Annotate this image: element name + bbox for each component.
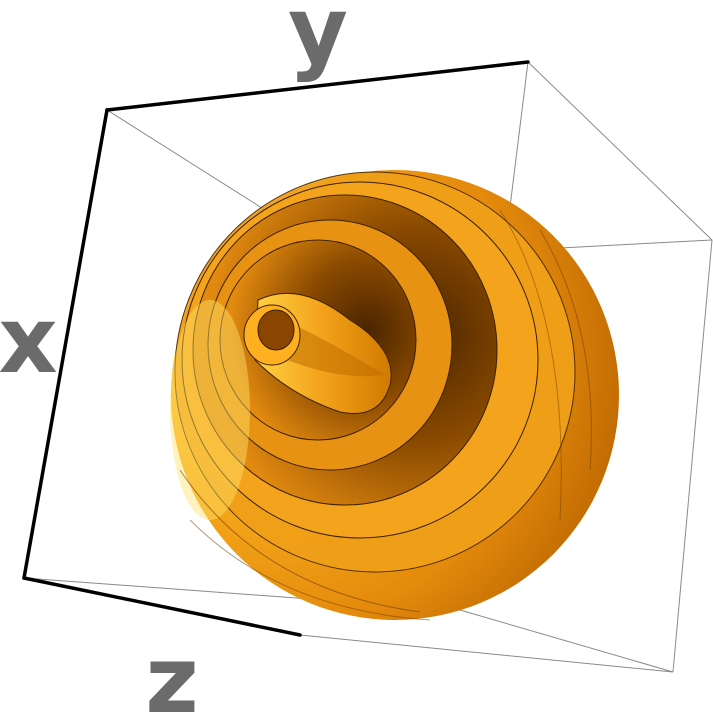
bounding-box-front-edges: [22, 60, 530, 637]
axis-label-y: y: [288, 0, 348, 84]
axis-label-x: x: [0, 287, 58, 394]
surface-plot[interactable]: [170, 170, 619, 621]
axis-label-z: z: [145, 627, 199, 715]
